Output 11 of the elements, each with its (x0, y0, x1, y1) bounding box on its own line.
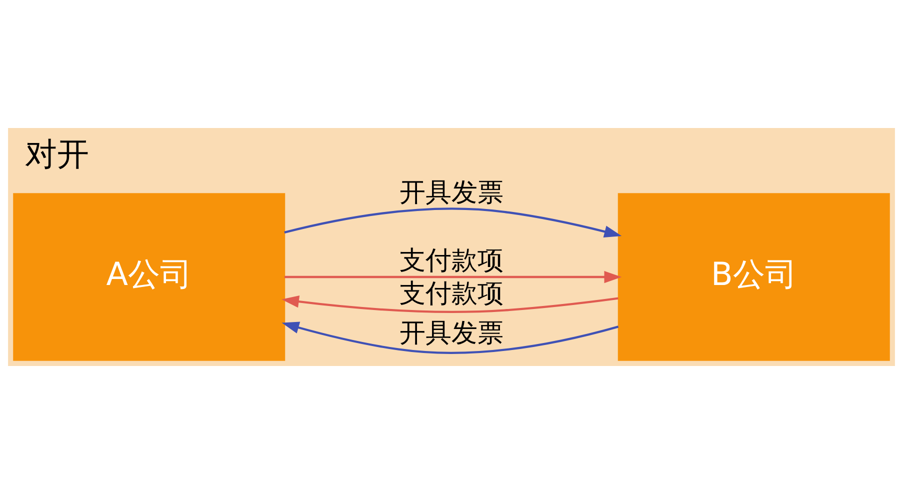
edge-label: 开具发票 (400, 318, 504, 348)
arrow (284, 207, 622, 238)
edge-label: 开具发票 (400, 177, 504, 208)
diagram-title: 对开 (25, 134, 90, 173)
arrow (284, 270, 622, 283)
edge-label: 支付款项 (400, 278, 504, 309)
node-box: A公司 (13, 192, 286, 360)
node-box: B公司 (618, 192, 890, 360)
arrow (282, 321, 619, 354)
arrow (282, 295, 618, 312)
edge-label: 支付款项 (400, 245, 504, 276)
